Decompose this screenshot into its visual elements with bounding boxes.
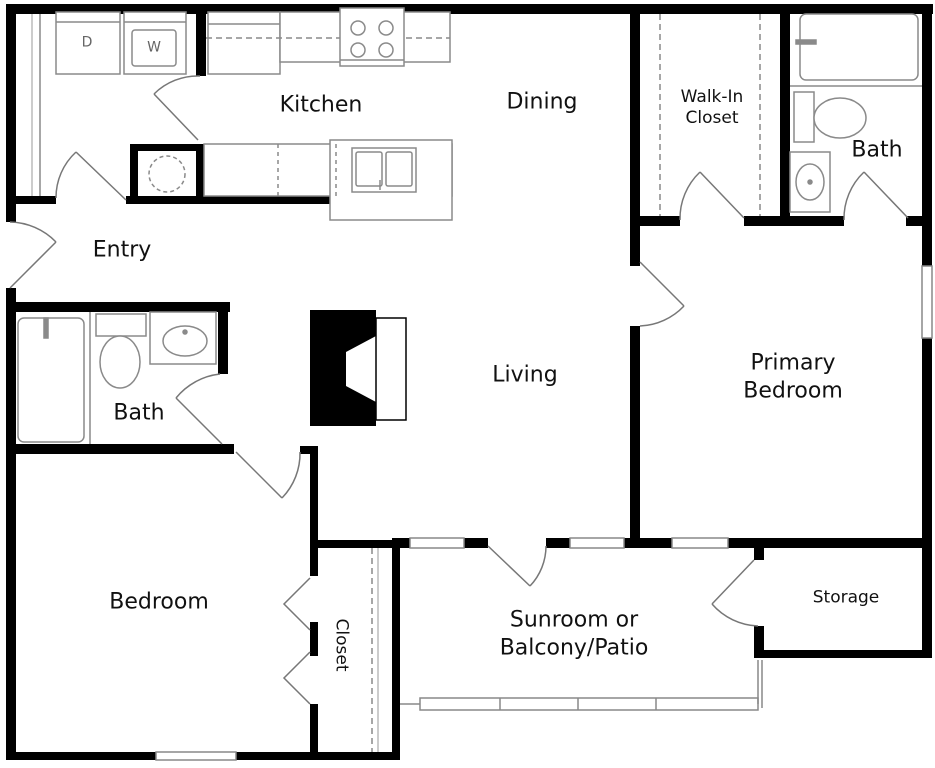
walk-in-closet-line1: Walk-In xyxy=(680,86,744,107)
room-label-living: Living xyxy=(492,362,558,388)
primary-bath-fixtures xyxy=(789,13,922,213)
doors xyxy=(9,75,909,705)
dryer-label: D xyxy=(81,34,93,51)
laundry-appliances xyxy=(55,11,187,75)
wall-sunroom-top-right xyxy=(728,538,932,548)
wall-sunroom-top-mid1 xyxy=(464,538,488,548)
wall-wic-bottom-right xyxy=(744,216,844,226)
fireplace-hearth xyxy=(375,317,407,421)
wall-storage-bottom xyxy=(754,650,932,658)
windows xyxy=(155,265,933,761)
fridge xyxy=(207,11,281,75)
bathtub-secondary xyxy=(17,317,85,443)
wall-laundry-bottom-stub xyxy=(6,196,56,204)
wall-bedroom-right-mid xyxy=(310,622,318,656)
room-label-entry: Entry xyxy=(92,237,152,263)
wall-bath2-bottom xyxy=(6,444,234,454)
wall-bedroom-right-upper xyxy=(310,446,318,576)
wall-wic-right xyxy=(780,4,790,226)
sunroom-line2: Balcony/Patio xyxy=(499,635,649,660)
thin-lines xyxy=(31,14,761,752)
wall-sunroom-top-mid2 xyxy=(546,538,570,548)
wall-bath2-bottom-stub xyxy=(300,446,314,454)
toilet-primary xyxy=(813,97,867,139)
room-label-dining: Dining xyxy=(506,89,578,115)
wall-storage-left-upper xyxy=(754,538,764,560)
wall-storage-left-lower xyxy=(754,626,764,658)
range xyxy=(339,7,405,67)
wall-bath2-right xyxy=(218,302,228,374)
wall-laundry-right xyxy=(196,4,206,76)
wall-closet-top xyxy=(310,540,410,548)
wall-bath2-top xyxy=(6,302,230,312)
wall-bottom-bedroom2 xyxy=(236,752,316,760)
wall-sunroom-top-mid3 xyxy=(624,538,672,548)
wall-bottom-bedroom xyxy=(6,752,156,760)
room-label-bedroom: Bedroom xyxy=(109,589,209,615)
wall-left-upper xyxy=(6,4,16,222)
room-label-kitchen: Kitchen xyxy=(279,92,363,118)
room-label-closet: Closet xyxy=(331,618,352,672)
sunroom-windows xyxy=(400,660,763,711)
washer-label: W xyxy=(147,39,161,56)
wall-right-upper xyxy=(922,4,932,266)
wall-wic-bottom-left xyxy=(630,216,680,226)
secondary-bath-fixtures xyxy=(17,311,217,444)
wall-pantry-left xyxy=(130,144,138,204)
kitchen-counters xyxy=(148,7,453,221)
walls xyxy=(6,4,933,760)
wall-bath1-bottom-right xyxy=(906,216,932,226)
room-label-primary-bath: Bath xyxy=(851,137,903,163)
sunroom-line1: Sunroom or xyxy=(509,607,639,633)
room-label-sunroom: Sunroom or Balcony/Patio xyxy=(500,607,649,662)
wall-wic-left xyxy=(630,4,640,266)
pantry-column xyxy=(148,155,186,193)
wall-right-lower xyxy=(922,338,932,656)
toilet-tank-secondary xyxy=(95,313,147,337)
wall-top xyxy=(8,4,933,14)
wall-closet-right xyxy=(392,540,400,760)
wall-pantry-top xyxy=(130,144,204,151)
toilet-secondary xyxy=(99,335,141,389)
wall-primary-left-lower xyxy=(630,326,640,546)
wall-pantry-right xyxy=(196,144,204,204)
room-label-walk-in-closet: Walk-In Closet xyxy=(681,87,744,130)
primary-bedroom-line2: Bedroom xyxy=(743,378,843,403)
fireplace-opening xyxy=(346,336,376,402)
wall-left-lower xyxy=(6,288,16,758)
wall-sunroom-top-left xyxy=(392,538,410,548)
wall-bedroom-right-lower xyxy=(310,704,318,760)
toilet-tank-primary xyxy=(793,91,815,143)
wall-kitchen-bottom xyxy=(126,196,330,204)
room-label-storage: Storage xyxy=(812,587,880,608)
wall-bottom-closet xyxy=(306,752,400,760)
room-label-primary-bedroom: Primary Bedroom xyxy=(743,350,843,405)
room-label-secondary-bath: Bath xyxy=(113,400,165,426)
bathtub-primary xyxy=(799,13,919,81)
primary-bedroom-line1: Primary xyxy=(750,350,836,376)
walk-in-closet-line2: Closet xyxy=(685,108,739,128)
